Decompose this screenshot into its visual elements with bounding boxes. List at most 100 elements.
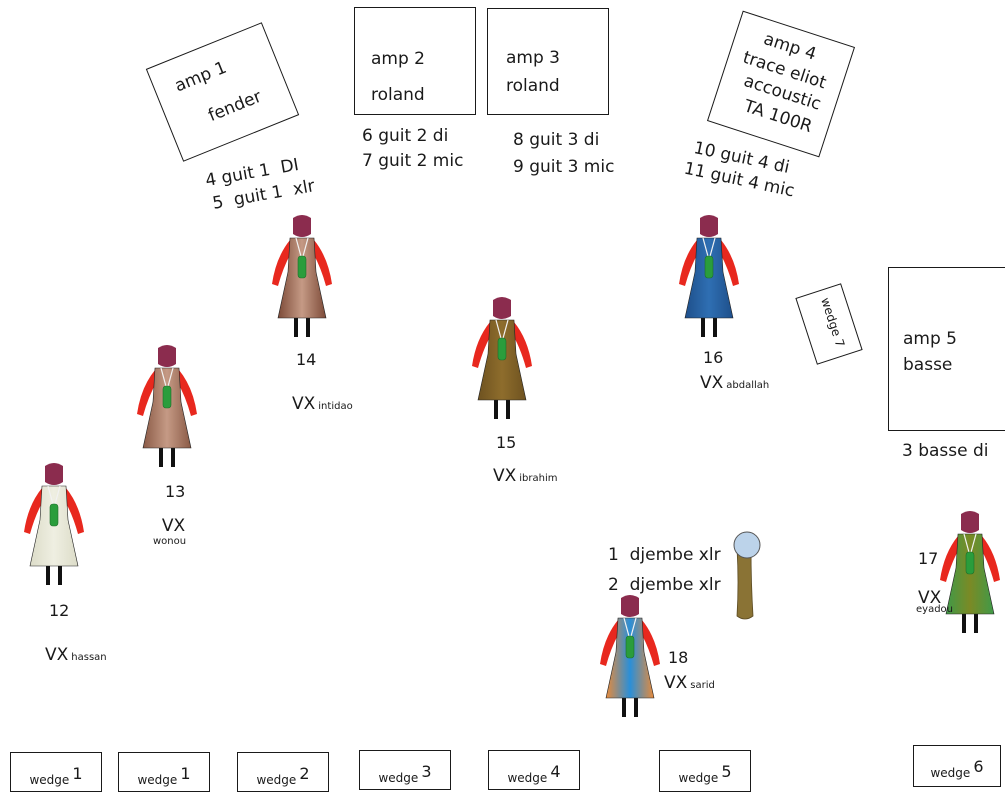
head [293,215,311,237]
amp-2-brand: roland [371,85,425,105]
musician-13-number: 13 [165,482,186,501]
vx-text: VX [161,516,186,536]
leg-left [494,397,498,419]
wedge-6-num: 6 [973,757,984,776]
musician-17-vx-label: VX eyadou [916,588,954,615]
amp-2-box: amp 2 roland [354,7,476,115]
vx-text: VX [493,466,517,486]
musician-18-figure [600,595,660,717]
wedge-2-num: 2 [299,764,310,783]
wedge-1a-word: wedge [29,773,70,787]
vx-text: VX [45,645,69,665]
musician-15-number: 15 [496,433,517,452]
musician-12-figure [24,463,84,585]
pendant [965,551,975,575]
amp-4-box: amp 4 trace eliot accoustic TA 100R [706,10,856,158]
leg-right [713,315,717,337]
arm-right [310,240,332,286]
amp-5-label: amp 5 [903,329,957,349]
wedge-3-num: 3 [421,762,432,781]
arm-right [510,322,532,368]
leg-right [306,315,310,337]
amp-3-brand: roland [506,76,560,96]
pendant [162,385,172,409]
arm-right [638,620,660,666]
djembe-channel-1: 1 djembe xlr [608,545,721,565]
wedge-6-word: wedge [930,766,971,780]
head [45,463,63,485]
pendant [704,255,714,279]
musician-14-name: intidao [318,401,353,412]
head [700,215,718,237]
wedge-3-word: wedge [378,771,419,785]
leg-right [974,611,978,633]
musician-18-name: sarid [690,680,715,691]
amp-1-label: amp 1 [172,57,230,97]
amp-5-box: amp 5 basse [888,267,1005,431]
arm-right [62,488,84,534]
leg-left [46,563,50,585]
musician-17-name: eyadou [916,604,954,615]
amp-1-box: amp 1 fender [145,22,300,162]
wedge-4-num: 4 [550,762,561,781]
amp-5-brand: basse [903,355,953,375]
arm-right [978,536,1000,582]
amp-3-box: amp 3 roland [487,8,609,115]
head [961,511,979,533]
arm-left [679,240,701,286]
wedge-5-num: 5 [721,762,732,781]
pendant [625,635,635,659]
amp-3-channel-2: 9 guit 3 mic [513,157,615,177]
djembe-channel-2: 2 djembe xlr [608,575,721,595]
amp-2-channel-2: 7 guit 2 mic [362,151,464,171]
amp-2-channel-1: 6 guit 2 di [362,126,449,146]
amp-1-brand: fender [205,86,265,127]
arm-left [472,322,494,368]
arm-left [137,370,159,416]
head [158,345,176,367]
leg-right [634,695,638,717]
pendant [497,337,507,361]
musician-15-figure [472,297,532,419]
leg-right [171,445,175,467]
pendant [297,255,307,279]
wedge-7-label: wedge 7 [818,295,848,349]
head [493,297,511,319]
amp-5-channel-1: 3 basse di [902,441,989,461]
leg-left [622,695,626,717]
leg-right [58,563,62,585]
leg-left [294,315,298,337]
amp-2-label: amp 2 [371,49,425,69]
wedge-1b-word: wedge [137,773,178,787]
pendant [49,503,59,527]
musician-12-number: 12 [49,601,70,620]
musician-13-vx-label: VX wonou [153,516,186,547]
wedge-4-word: wedge [507,771,548,785]
wedge-1b-num: 1 [180,764,191,783]
musician-15-name: ibrahim [519,473,558,484]
musician-13-name: wonou [153,536,187,547]
djembe-icon [733,531,761,620]
wedge-2-word: wedge [256,773,297,787]
musician-13-figure [137,345,197,467]
amp-3-label: amp 3 [506,48,560,68]
leg-left [962,611,966,633]
vx-text: VX [918,588,942,608]
wedge-5-word: wedge [678,771,719,785]
arm-right [175,370,197,416]
wedge-7-box: wedge 7 [795,283,863,365]
leg-left [159,445,163,467]
musician-16-number: 16 [703,348,724,367]
vx-text: VX [664,673,688,693]
